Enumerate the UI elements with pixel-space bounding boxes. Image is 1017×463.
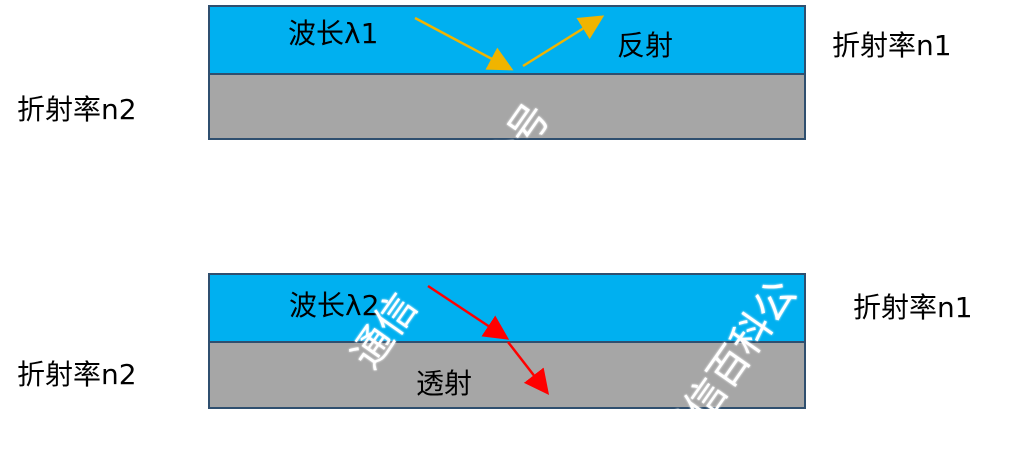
bottom-lower-medium xyxy=(208,341,806,409)
top-incident-ray xyxy=(414,16,514,71)
top-lower-medium xyxy=(208,73,806,140)
top-n2-label: 折射率n2 xyxy=(17,93,137,126)
bottom-transmit-label: 透射 xyxy=(416,367,473,400)
ray-arrows xyxy=(414,15,605,395)
top-wavelength-label: 波长λ1 xyxy=(288,17,379,50)
top-n1-label: 折射率n1 xyxy=(832,29,952,62)
bottom-incident-ray xyxy=(427,284,510,340)
bottom-n2-label: 折射率n2 xyxy=(17,358,137,391)
bottom-transmitted-ray xyxy=(507,341,550,395)
top-reflected-ray xyxy=(522,15,605,68)
top-reflect-label: 反射 xyxy=(617,29,674,62)
bottom-wavelength-label: 波长λ2 xyxy=(289,289,380,322)
bottom-n1-label: 折射率n1 xyxy=(853,291,973,324)
